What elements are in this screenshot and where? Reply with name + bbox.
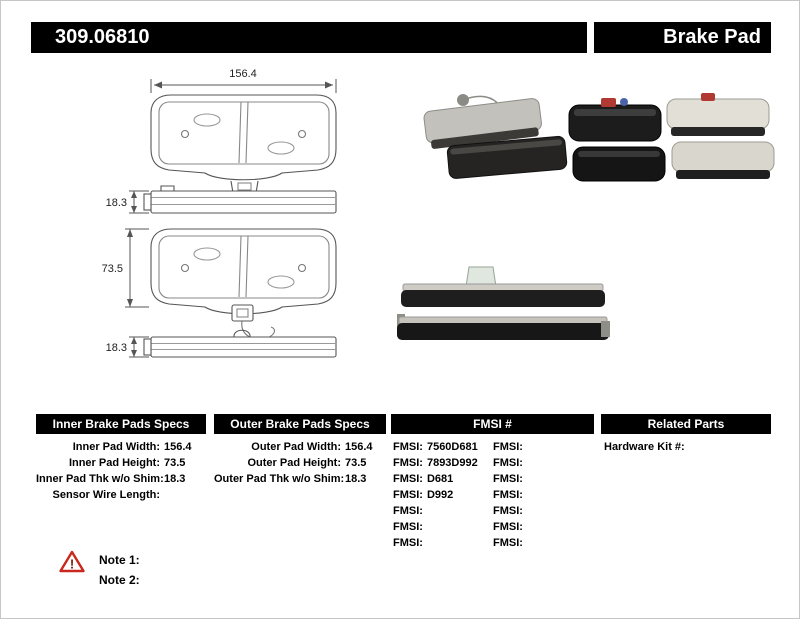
- related-parts-table: Hardware Kit #:: [604, 439, 771, 455]
- spec-row-hardware-kit: Hardware Kit #:: [604, 439, 771, 455]
- fmsi-value: [423, 535, 427, 551]
- fmsi-row: FMSI:D681 FMSI:: [393, 471, 593, 487]
- drawing-side-view-top: [143, 185, 337, 214]
- spec-label: Outer Pad Height:: [247, 457, 341, 469]
- product-title: Brake Pad: [663, 26, 761, 48]
- fmsi-value: [423, 503, 427, 519]
- fmsi-value: [523, 535, 527, 551]
- fmsi-label: FMSI:: [393, 521, 423, 533]
- drawing-front-view-top: [150, 94, 337, 194]
- drawing-side-view-bottom: [143, 329, 337, 358]
- part-number: 309.06810: [55, 26, 150, 48]
- fmsi-label: FMSI:: [493, 473, 523, 485]
- fmsi-value: [523, 471, 527, 487]
- fmsi-row: FMSI: FMSI:: [393, 503, 593, 519]
- fmsi-value: [523, 503, 527, 519]
- fmsi-label: FMSI:: [493, 505, 523, 517]
- fmsi-row: FMSI:7560D681 FMSI:: [393, 439, 593, 455]
- spec-row-outer-height: Outer Pad Height: 73.5: [214, 455, 386, 471]
- fmsi-label: FMSI:: [393, 505, 423, 517]
- fmsi-value: 7893D992: [426, 457, 478, 469]
- outer-specs-header: Outer Brake Pads Specs: [214, 414, 386, 434]
- fmsi-value: 7560D681: [426, 441, 478, 453]
- dimension-thickness-bottom: 18.3: [106, 336, 149, 358]
- fmsi-value: [523, 487, 527, 503]
- fmsi-row: FMSI: FMSI:: [393, 535, 593, 551]
- top-thickness-dim-label: 18.3: [106, 197, 127, 209]
- spec-value: 156.4: [345, 441, 373, 453]
- fmsi-table: FMSI:7560D681 FMSI: FMSI:7893D992 FMSI: …: [393, 439, 593, 551]
- fmsi-row: FMSI:7893D992 FMSI:: [393, 455, 593, 471]
- fmsi-row: FMSI:D992 FMSI:: [393, 487, 593, 503]
- spec-row-outer-thk: Outer Pad Thk w/o Shim: 18.3: [214, 471, 386, 487]
- fmsi-label: FMSI:: [493, 457, 523, 469]
- notes-section: ! Note 1: Note 2:: [59, 550, 140, 590]
- fmsi-label: FMSI:: [493, 537, 523, 549]
- spec-label: Sensor Wire Length:: [52, 489, 160, 501]
- fmsi-label: FMSI:: [393, 457, 423, 469]
- warning-icon: !: [59, 550, 85, 573]
- spec-row-inner-thk: Inner Pad Thk w/o Shim: 18.3: [36, 471, 206, 487]
- spec-value: 18.3: [164, 473, 186, 485]
- bottom-thickness-dim-label: 18.3: [106, 342, 127, 354]
- fmsi-value: D992: [426, 489, 454, 501]
- inner-specs-header: Inner Brake Pads Specs: [36, 414, 206, 434]
- fmsi-label: FMSI:: [393, 537, 423, 549]
- inner-specs-table: Inner Pad Width: 156.4 Inner Pad Height:…: [36, 439, 206, 503]
- spec-label: Outer Pad Width:: [251, 441, 341, 453]
- fmsi-value: [423, 519, 427, 535]
- spec-value: 73.5: [164, 457, 186, 469]
- spec-value: 18.3: [345, 473, 367, 485]
- spec-row-inner-height: Inner Pad Height: 73.5: [36, 455, 206, 471]
- fmsi-label: FMSI:: [493, 441, 523, 453]
- brake-pad-photo-ceramic-pair: [666, 93, 775, 179]
- related-parts-header: Related Parts: [601, 414, 771, 434]
- spec-label: Inner Pad Height:: [68, 457, 160, 469]
- fmsi-header: FMSI #: [391, 414, 594, 434]
- spec-value: 73.5: [345, 457, 367, 469]
- width-dim-label: 156.4: [229, 68, 257, 80]
- note-1-label: Note 1:: [99, 553, 140, 567]
- spec-label: Inner Pad Thk w/o Shim:: [36, 473, 164, 485]
- fmsi-label: FMSI:: [493, 489, 523, 501]
- spec-row-outer-width: Outer Pad Width: 156.4: [214, 439, 386, 455]
- brake-pad-photo-angled: [423, 94, 568, 179]
- spec-label: Hardware Kit #:: [604, 441, 685, 453]
- outer-specs-table: Outer Pad Width: 156.4 Outer Pad Height:…: [214, 439, 386, 487]
- fmsi-label: FMSI:: [393, 473, 423, 485]
- fmsi-value: D681: [426, 473, 454, 485]
- spec-row-inner-width: Inner Pad Width: 156.4: [36, 439, 206, 455]
- fmsi-label: FMSI:: [493, 521, 523, 533]
- spec-value: [160, 487, 206, 503]
- fmsi-value: [523, 455, 527, 471]
- fmsi-label: FMSI:: [393, 489, 423, 501]
- spec-value: 156.4: [164, 441, 192, 453]
- fmsi-label: FMSI:: [393, 441, 423, 453]
- fmsi-row: FMSI: FMSI:: [393, 519, 593, 535]
- dimension-thickness-top: 18.3: [106, 190, 149, 214]
- note-2-label: Note 2:: [99, 573, 140, 587]
- height-dim-label: 73.5: [102, 263, 123, 275]
- spec-row-sensor-wire: Sensor Wire Length:: [36, 487, 206, 503]
- fmsi-value: [523, 519, 527, 535]
- spec-label: Outer Pad Thk w/o Shim:: [214, 473, 345, 485]
- part-number-header-bar: 309.06810: [31, 22, 587, 53]
- dimension-width: 156.4: [150, 68, 337, 93]
- dimension-height: 73.5: [102, 228, 149, 308]
- drawing-front-view-bottom: [150, 228, 337, 340]
- product-title-header-bar: Brake Pad: [594, 22, 771, 53]
- fmsi-value: [523, 439, 527, 455]
- brake-pad-photo-side-views: [397, 266, 610, 340]
- brake-pad-photo-black-pair: [568, 98, 666, 182]
- spec-label: Inner Pad Width:: [72, 441, 160, 453]
- warning-glyph: !: [70, 557, 74, 572]
